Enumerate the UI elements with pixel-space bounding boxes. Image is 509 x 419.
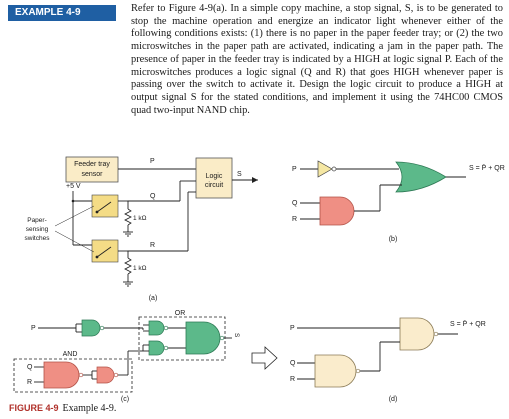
logic-label: Logic [206,173,223,180]
logic-circuit-box [195,157,233,199]
nand-c5 [43,361,80,389]
nand-d2 [314,354,357,388]
label-d-q: Q [290,360,296,367]
label-c-r: R [27,379,32,386]
svg-text:sensing: sensing [26,226,49,233]
label-b-r: R [292,216,297,223]
label-d-p: P [290,325,295,332]
output-d: S = P̄ + QR [450,320,486,328]
label-a-p: P [150,158,155,165]
label-c-q: Q [27,364,33,371]
panel-a: Feeder tray sensor P Logic circuit S +5 … [25,156,258,302]
r2-label: 1 kΩ [133,265,147,272]
nand-d1 [399,317,435,351]
label-a-r: R [150,242,155,249]
arrow-c-to-d [251,346,278,370]
panel-d: P S = P̄ + QR Q R (d) [290,317,486,403]
feeder-tray-box [65,156,119,183]
nand-c6 [96,366,115,384]
r1-label: 1 kΩ [133,215,147,222]
panel-b: P S = P̄ + QR Q R (b) [292,160,505,243]
label-c-s: S [233,333,240,338]
and-group-box [13,358,133,393]
label-a-q: Q [150,193,156,200]
label-b-p: P [292,166,297,173]
example-badge: EXAMPLE 4-9 [8,5,116,21]
caption-text: Example 4-9. [62,403,117,414]
or-gate-b [395,161,447,193]
svg-text:circuit: circuit [205,182,223,189]
inverter-b [317,160,333,178]
panel-d-tag: (d) [389,396,398,403]
label-c-p: P [31,325,36,332]
caption-label: FIGURE 4-9 [9,403,59,413]
supply-label: +5 V [66,183,81,190]
nand-c2 [148,320,165,336]
panel-c: P OR S AND Q R [13,310,240,403]
label-a-s: S [237,171,242,178]
and-group-label: AND [63,351,78,358]
panel-b-tag: (b) [389,236,398,243]
nand-inv-c [81,319,101,337]
panel-c-tag: (c) [121,396,129,403]
switches-label: Paper- [27,217,47,224]
output-b: S = P̄ + QR [469,164,505,172]
svg-text:switches: switches [25,235,51,242]
feeder-label: Feeder tray [74,161,110,168]
panel-a-tag: (a) [149,295,158,302]
problem-text: Refer to Figure 4-9(a). In a simple copy… [131,3,503,116]
label-d-r: R [290,376,295,383]
and-gate-b [319,196,355,226]
or-group-box [138,316,226,361]
or-group-label: OR [175,310,186,317]
nand-c4 [185,321,221,355]
label-b-q: Q [292,200,298,207]
svg-text:sensor: sensor [81,171,103,178]
nand-c3 [148,340,165,356]
